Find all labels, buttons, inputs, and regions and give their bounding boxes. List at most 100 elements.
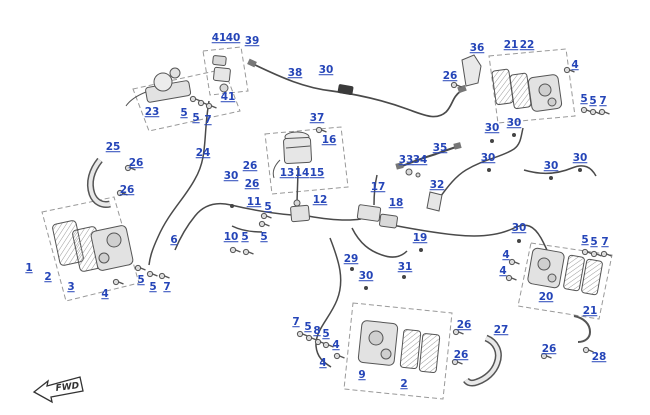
callout-4[interactable]: 4 (499, 265, 507, 278)
callout-2[interactable]: 2 (44, 271, 52, 284)
callout-5[interactable]: 5 (260, 231, 268, 244)
bracket-21 (573, 315, 592, 343)
callout-10[interactable]: 10 (223, 231, 239, 244)
callout-22[interactable]: 22 (519, 39, 535, 52)
callout-18[interactable]: 18 (388, 197, 404, 210)
callout-30[interactable]: 30 (572, 152, 588, 165)
callout-7[interactable]: 7 (204, 114, 212, 127)
callout-11[interactable]: 11 (246, 196, 262, 209)
callout-5[interactable]: 5 (580, 93, 588, 106)
valves-junctions (260, 168, 443, 229)
callout-5[interactable]: 5 (149, 281, 157, 294)
callout-36[interactable]: 36 (469, 42, 485, 55)
left-cross-line (174, 202, 293, 251)
callout-40[interactable]: 40 (225, 32, 241, 45)
front-left-caliper (52, 220, 171, 286)
callout-26[interactable]: 26 (128, 157, 144, 170)
callout-4[interactable]: 4 (101, 288, 109, 301)
callout-5[interactable]: 5 (322, 328, 330, 341)
callout-32[interactable]: 32 (429, 179, 445, 192)
callout-21[interactable]: 21 (503, 39, 519, 52)
callout-34[interactable]: 34 (412, 154, 428, 167)
callout-7[interactable]: 7 (163, 281, 171, 294)
callout-25[interactable]: 25 (105, 141, 121, 154)
callout-41[interactable]: 41 (220, 91, 236, 104)
callout-30[interactable]: 30 (358, 270, 374, 283)
callout-16[interactable]: 16 (321, 134, 337, 147)
callout-26[interactable]: 26 (119, 184, 135, 197)
callout-7[interactable]: 7 (599, 95, 607, 108)
callout-7[interactable]: 7 (292, 316, 300, 329)
callout-4[interactable]: 4 (571, 59, 579, 72)
callout-26[interactable]: 26 (541, 343, 557, 356)
callout-30[interactable]: 30 (484, 122, 500, 135)
callout-41[interactable]: 41 (211, 32, 227, 45)
throttle-cable (252, 63, 462, 118)
master-cylinder (125, 67, 218, 110)
callout-35[interactable]: 35 (432, 142, 448, 155)
callout-7[interactable]: 7 (601, 236, 609, 249)
bottom-caliper-box (343, 302, 453, 400)
callout-21[interactable]: 21 (582, 305, 598, 318)
bottom-brake-hose (315, 237, 342, 368)
callout-30[interactable]: 30 (511, 222, 527, 235)
callout-1[interactable]: 1 (25, 262, 33, 275)
callout-2[interactable]: 2 (400, 378, 408, 391)
callout-5[interactable]: 5 (589, 95, 597, 108)
callout-20[interactable]: 20 (538, 291, 554, 304)
callout-29[interactable]: 29 (343, 253, 359, 266)
callout-5[interactable]: 5 (581, 234, 589, 247)
callout-4[interactable]: 4 (332, 339, 340, 352)
callout-4[interactable]: 4 (502, 249, 510, 262)
bracket-36 (461, 54, 482, 87)
callout-17[interactable]: 17 (370, 181, 386, 194)
callout-30[interactable]: 30 (223, 170, 239, 183)
callout-5[interactable]: 5 (180, 107, 188, 120)
callout-27[interactable]: 27 (493, 324, 509, 337)
callout-5[interactable]: 5 (304, 321, 312, 334)
switch-assembly (212, 55, 231, 93)
callout-5[interactable]: 5 (137, 274, 145, 287)
callout-5[interactable]: 5 (264, 201, 272, 214)
callout-3[interactable]: 3 (67, 281, 75, 294)
rear-upper-line (437, 127, 524, 201)
callout-24[interactable]: 24 (195, 147, 211, 160)
callout-26[interactable]: 26 (242, 160, 258, 173)
right-bottom-caliper-box (517, 242, 613, 320)
callout-5[interactable]: 5 (241, 231, 249, 244)
callout-5[interactable]: 5 (192, 112, 200, 125)
callout-26[interactable]: 26 (453, 349, 469, 362)
callout-38[interactable]: 38 (287, 67, 303, 80)
callout-23[interactable]: 23 (144, 106, 160, 119)
callout-39[interactable]: 39 (244, 35, 260, 48)
junction-down-line (351, 227, 408, 258)
callout-12[interactable]: 12 (312, 194, 328, 207)
callout-33[interactable]: 33 (398, 154, 414, 167)
callout-30[interactable]: 30 (506, 117, 522, 130)
switch-box (202, 46, 249, 96)
fwd-arrow: FWD (32, 376, 84, 404)
callout-9[interactable]: 9 (358, 369, 366, 382)
callout-15[interactable]: 15 (309, 167, 325, 180)
callout-13[interactable]: 13 (279, 167, 295, 180)
callout-30[interactable]: 30 (480, 152, 496, 165)
callout-30[interactable]: 30 (543, 160, 559, 173)
callout-30[interactable]: 30 (318, 64, 334, 77)
master-cylinder-box (132, 68, 241, 132)
callout-26[interactable]: 26 (456, 319, 472, 332)
cable-switch (337, 84, 354, 96)
callout-6[interactable]: 6 (170, 234, 178, 247)
callout-4[interactable]: 4 (319, 357, 327, 370)
callout-37[interactable]: 37 (309, 112, 325, 125)
callout-26[interactable]: 26 (244, 178, 260, 191)
callout-19[interactable]: 19 (412, 232, 428, 245)
right-top-caliper (450, 54, 611, 116)
callout-14[interactable]: 14 (294, 167, 310, 180)
callout-8[interactable]: 8 (313, 325, 321, 338)
callout-5[interactable]: 5 (590, 236, 598, 249)
callout-31[interactable]: 31 (397, 261, 413, 274)
right-bottom-caliper (505, 247, 613, 354)
callout-28[interactable]: 28 (591, 351, 607, 364)
callout-26[interactable]: 26 (442, 70, 458, 83)
